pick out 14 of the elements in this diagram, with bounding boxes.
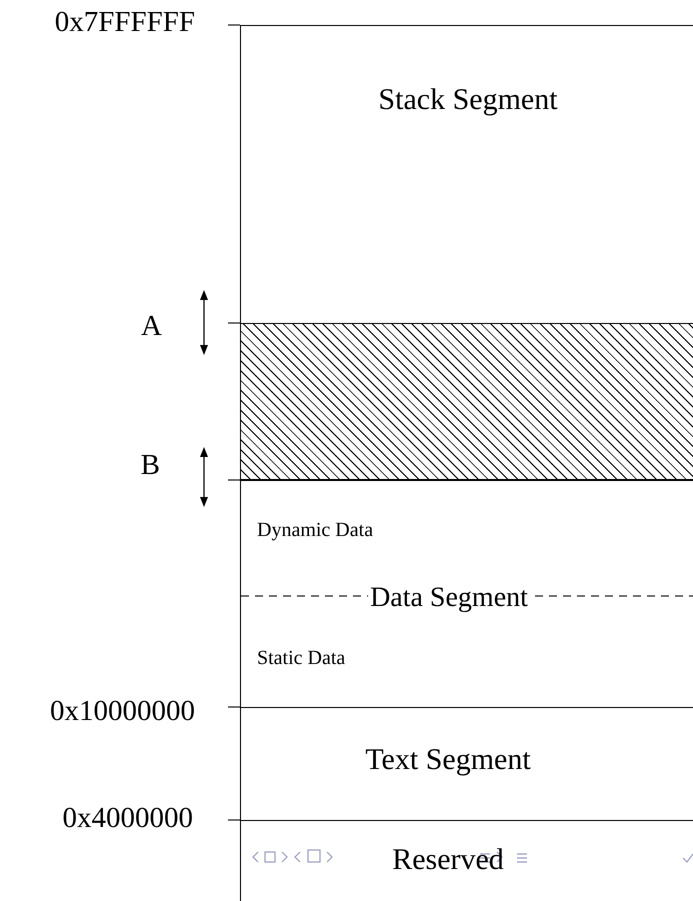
- boundary-label: B: [140, 449, 160, 482]
- segment-label: Stack Segment: [378, 83, 558, 117]
- boundary-label: A: [141, 310, 162, 343]
- hatched-region: [240, 323, 693, 480]
- segment-label: Text Segment: [365, 743, 531, 777]
- segment-label: Reserved: [392, 843, 504, 877]
- memory-segment: [240, 707, 693, 820]
- address-label: 0x4000000: [62, 802, 193, 835]
- region-label: Static Data: [257, 647, 346, 670]
- memory-segment: [240, 480, 693, 707]
- memory-segment: [240, 820, 693, 901]
- address-label: 0x10000000: [50, 695, 195, 728]
- region-label: Dynamic Data: [257, 519, 374, 542]
- address-label: 0x7FFFFFF: [54, 6, 195, 39]
